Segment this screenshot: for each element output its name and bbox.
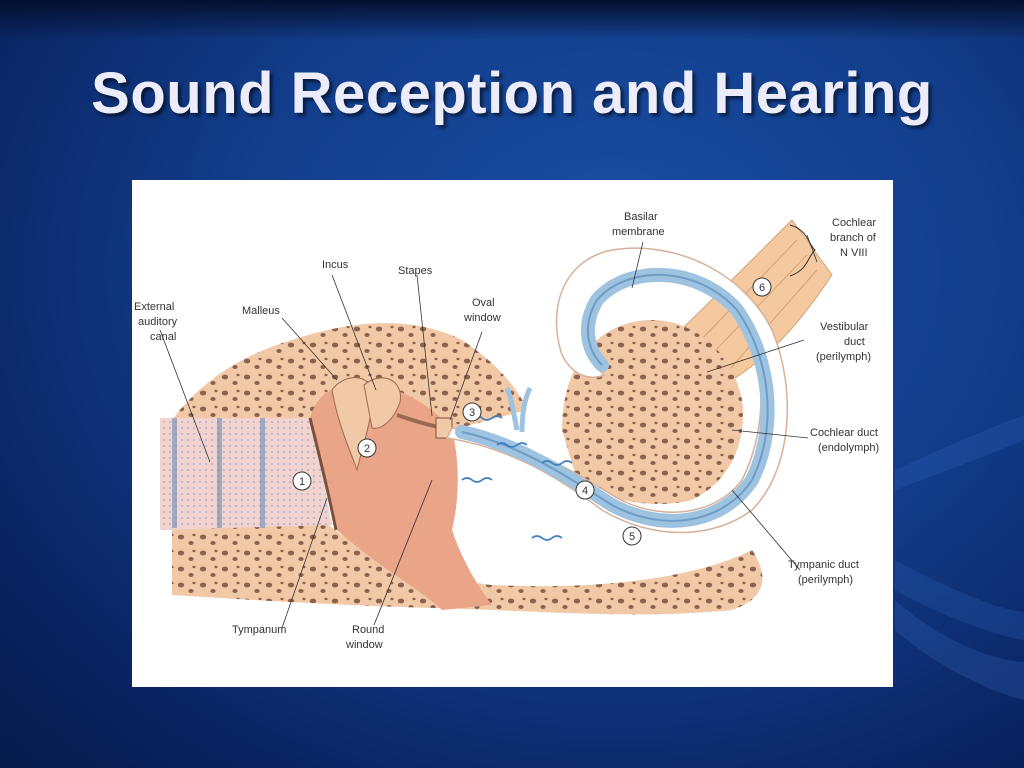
step-marker-2: 2 <box>357 438 377 458</box>
step-marker-1: 1 <box>292 471 312 491</box>
svg-text:6: 6 <box>759 282 765 294</box>
label-vestibular-duct: Vestibular duct (perilymph) <box>816 321 871 363</box>
leader-lines <box>159 234 818 629</box>
label-tympanic-duct: Tympanic duct (perilymph) <box>788 559 862 586</box>
slide-title: Sound Reception and Hearing <box>91 61 933 126</box>
svg-text:3: 3 <box>469 407 475 419</box>
label-stapes: Stapes <box>398 265 433 277</box>
step-marker-4: 4 <box>575 480 595 500</box>
top-dark-band <box>0 0 1024 40</box>
label-cochlear-branch: Cochlear branch of N VIII <box>830 217 879 259</box>
tympanum-membrane <box>308 417 338 531</box>
svg-text:1: 1 <box>299 476 305 488</box>
nerve-brace <box>789 224 816 277</box>
svg-text:4: 4 <box>582 485 588 497</box>
temporal-bone-lower <box>172 520 763 615</box>
step-marker-6: 6 <box>752 277 772 297</box>
label-oval-window: Oval window <box>463 297 501 324</box>
step-marker-3: 3 <box>462 402 482 422</box>
ear-diagram-panel: External auditory canal Malleus Incus St… <box>132 180 893 687</box>
label-external-auditory-canal: External auditory canal <box>134 301 180 343</box>
label-cochlear-duct: Cochlear duct (endolymph) <box>810 427 881 454</box>
ear-diagram: External auditory canal Malleus Incus St… <box>134 211 881 651</box>
label-round-window: Round window <box>345 624 387 651</box>
label-malleus: Malleus <box>242 305 280 317</box>
temporal-bone-upper <box>172 323 527 430</box>
svg-text:5: 5 <box>629 531 635 543</box>
label-tympanum: Tympanum <box>232 624 286 636</box>
label-incus: Incus <box>322 259 349 271</box>
svg-text:2: 2 <box>364 443 370 455</box>
step-marker-5: 5 <box>622 526 642 546</box>
label-basilar-membrane: Basilar membrane <box>612 211 665 238</box>
external-auditory-canal <box>160 418 332 530</box>
